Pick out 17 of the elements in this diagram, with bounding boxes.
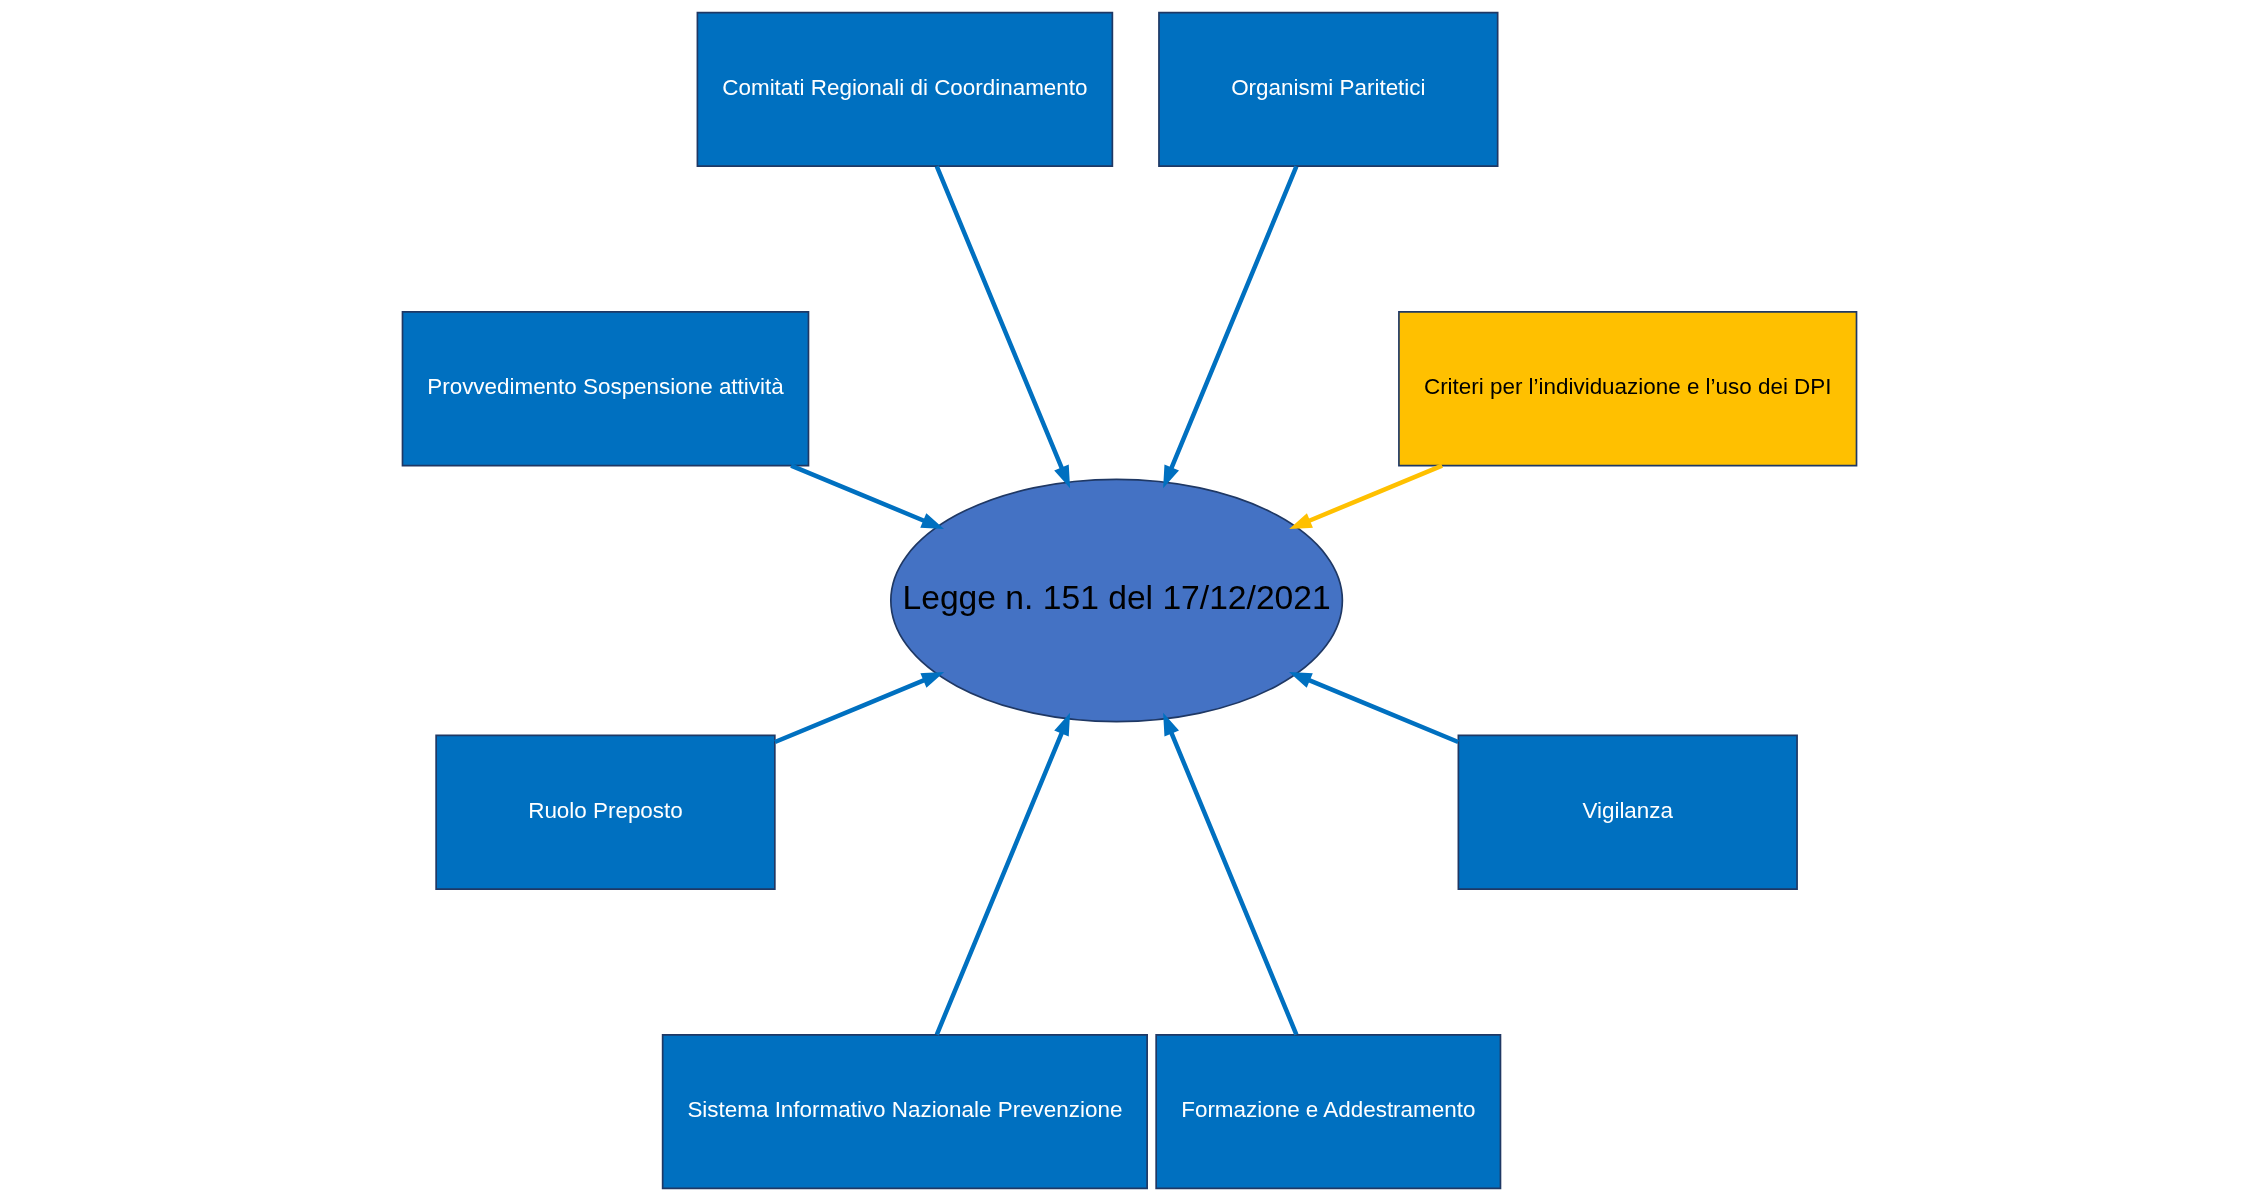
node-box: Vigilanza (1457, 734, 1798, 890)
node-box: Comitati Regionali di Coordinamento (696, 11, 1113, 168)
node-box: Formazione e Addestramento (1154, 1033, 1501, 1190)
node-box: Sistema Informativo Nazionale Prevenzione (661, 1033, 1148, 1190)
arrow (934, 165, 1070, 489)
node-box: Provvedimento Sospensione attività (401, 311, 809, 467)
arrow (1288, 671, 1459, 745)
node-ellipse: Legge n. 151 del 17/12/2021 (889, 478, 1343, 723)
node-box: Organismi Paritetici (1157, 11, 1498, 168)
arrow (773, 671, 944, 745)
arrow (1162, 712, 1298, 1036)
arrow (1162, 165, 1298, 489)
arrow (1288, 463, 1443, 530)
arrow (934, 712, 1070, 1036)
node-box: Criteri per l’individuazione e l’uso dei DPI (1397, 311, 1857, 467)
node-box: Ruolo Preposto (434, 734, 776, 890)
arrow (789, 463, 944, 530)
